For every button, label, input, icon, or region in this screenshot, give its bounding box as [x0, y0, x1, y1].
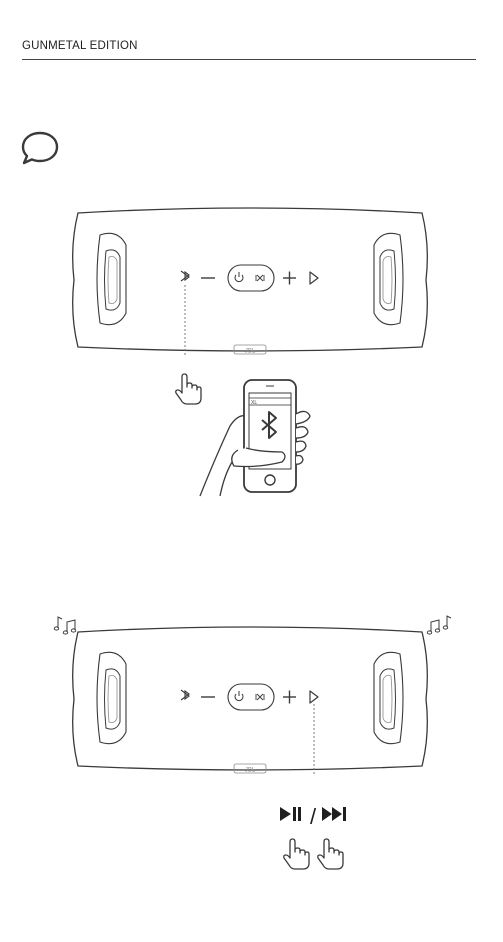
speech-bubble-icon: [20, 130, 64, 170]
play-pause-icon: [280, 807, 301, 821]
bluetooth-icon[interactable]: [181, 690, 189, 700]
logo-text: JBL: [245, 768, 256, 774]
phone-screen-label: XL: [251, 400, 257, 406]
next-track-icon: [322, 807, 346, 821]
speaker-illustration-top: JBL: [70, 205, 430, 355]
pointing-hand-icon: [280, 836, 312, 872]
play-icon[interactable]: [310, 691, 318, 703]
page-title: GUNMETAL EDITION: [22, 40, 138, 52]
power-icon[interactable]: [235, 272, 243, 282]
play-icon[interactable]: [310, 272, 318, 284]
left-end-cap: [97, 233, 126, 324]
logo-text: JBL: [245, 349, 256, 355]
bluetooth-icon[interactable]: [181, 271, 189, 281]
right-end-cap: [374, 233, 403, 324]
power-icon[interactable]: [235, 691, 243, 701]
pointing-hand-icon: [314, 836, 346, 872]
left-end-cap: [97, 652, 126, 743]
volume-up-icon[interactable]: [283, 691, 296, 704]
separator: /: [310, 804, 317, 828]
volume-up-icon[interactable]: [283, 272, 296, 285]
connect-icon[interactable]: [256, 275, 264, 281]
right-end-cap: [374, 652, 403, 743]
phone-in-hand-illustration: XL: [198, 376, 318, 500]
header-divider: [22, 59, 476, 60]
playback-controls-legend: /: [276, 800, 360, 828]
speaker-illustration-bottom: JBL: [70, 624, 430, 774]
connect-icon[interactable]: [256, 694, 264, 700]
